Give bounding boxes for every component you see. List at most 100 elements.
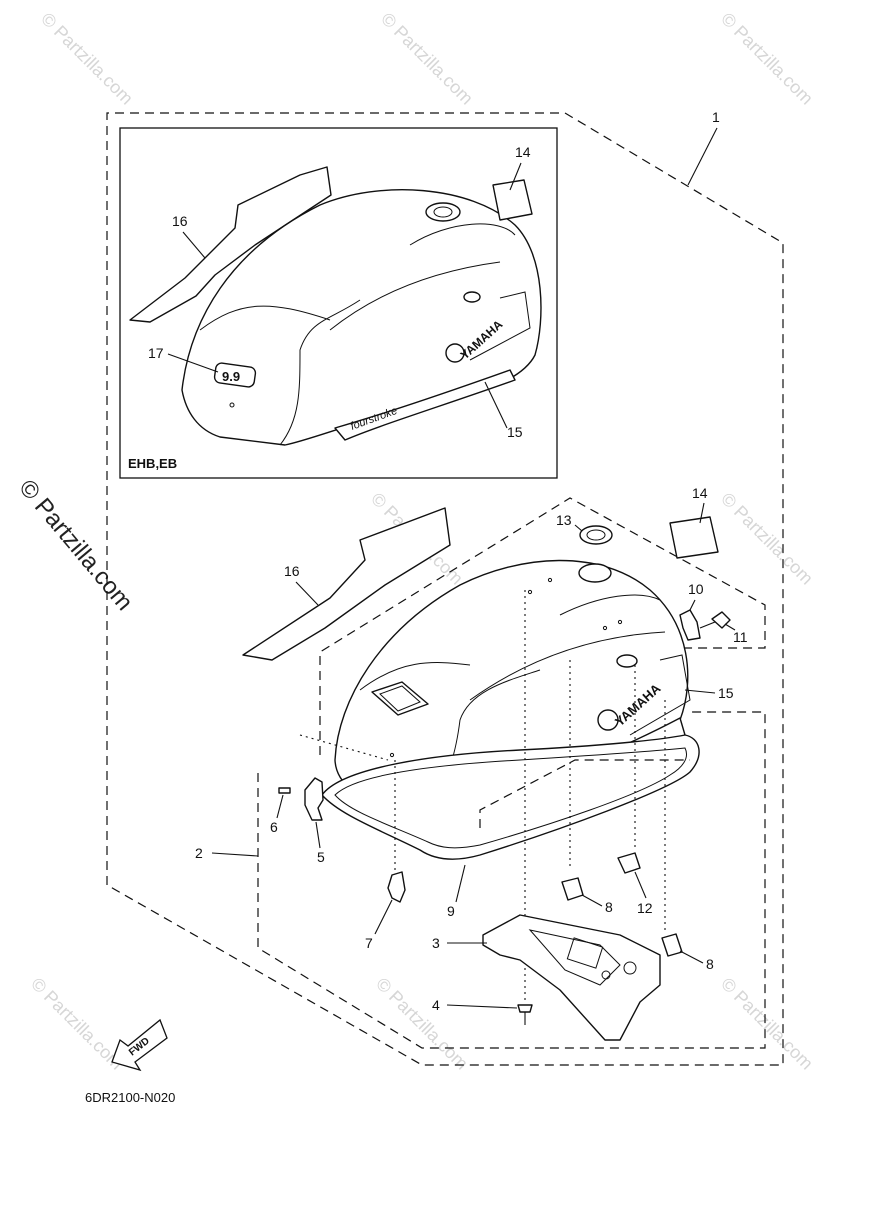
leader-15: [684, 689, 716, 694]
callout-9: 9: [447, 903, 455, 919]
leader-7: [374, 899, 393, 935]
callout-13: 13: [556, 512, 572, 528]
callout-3: 3: [432, 935, 440, 951]
assembly-boundary: [106, 112, 784, 1066]
bottom-cover-socket: [566, 937, 604, 969]
top-cowl-crease: [359, 662, 471, 691]
hook-bracket: [679, 609, 701, 641]
bottom-cover-hole: [623, 961, 637, 975]
mount-hole: [547, 577, 553, 583]
main-cowling: fourstroke YAMAHA: [242, 507, 731, 860]
inset-badge: [213, 362, 257, 388]
watermark: © Partzilla.com: [37, 9, 137, 109]
callout-16-inset: 16: [172, 213, 188, 229]
bolt-shank: [699, 621, 716, 629]
inset-side-pad: [129, 166, 332, 323]
leader-2: [211, 852, 259, 857]
diagram-code: 6DR2100-N020: [85, 1090, 175, 1105]
mount-hole: [602, 625, 608, 631]
inset-cowl-crease: [199, 305, 331, 331]
cap-grommet: [579, 525, 613, 545]
watermark: © Partzilla.com: [717, 9, 817, 109]
cowl-seal-inner: [334, 747, 687, 849]
leader-12: [634, 871, 647, 899]
callout-15: 15: [718, 685, 734, 701]
latch-clip: [304, 777, 324, 821]
clip-plate: [617, 852, 641, 874]
leader-14: [699, 502, 705, 524]
lower-hook: [387, 871, 406, 903]
watermark: © Partzilla.com: [717, 489, 817, 589]
watermark: © Partzilla.com: [717, 974, 817, 1074]
top-cowl-crease: [559, 594, 661, 616]
inset-oval-vent: [463, 291, 481, 303]
inset-hole: [229, 402, 235, 408]
leader-10: [689, 599, 696, 611]
leader-14-inset: [509, 162, 522, 191]
inset-brand-outline: [469, 291, 531, 361]
front-air-vent-inner: [379, 685, 421, 712]
front-air-vent: [371, 681, 429, 716]
top-cowl-crease: [469, 631, 666, 701]
cap-grommet-inner: [586, 529, 606, 541]
callout-8-upper: 8: [605, 899, 613, 915]
callout-11: 11: [733, 629, 748, 645]
inset-cowl-body: [181, 189, 542, 446]
leader-1: [687, 127, 718, 186]
mount-hole: [617, 619, 623, 625]
watermark: © Partzilla.com: [372, 974, 472, 1074]
inset-side-stripe: [334, 369, 516, 441]
top-cowl-group-boundary: [319, 497, 766, 755]
cowl-seal-rubber: [321, 734, 700, 860]
callout-17: 17: [148, 345, 164, 361]
side-oval-vent: [616, 654, 638, 668]
inset-cowling: fourstroke YAMAHA 9.9: [129, 166, 542, 446]
inset-cowl-crease: [409, 223, 516, 246]
callout-7: 7: [365, 935, 373, 951]
rubber-grommet: [561, 877, 584, 901]
mount-hole: [389, 752, 395, 758]
callout-4: 4: [432, 997, 440, 1013]
lower-group-boundary: [257, 711, 766, 1049]
leader-6: [276, 794, 284, 819]
screw-head: [517, 1004, 533, 1013]
callout-15-inset: 15: [507, 424, 523, 440]
inset-cowl-crease: [329, 261, 501, 331]
logo-circle: [597, 709, 619, 731]
leader-13: [574, 524, 583, 532]
inner-dash: [479, 759, 690, 828]
inset-cap-inner: [433, 206, 453, 218]
lower-parts: [278, 777, 683, 1041]
callout-2: 2: [195, 845, 203, 861]
callout-14: 14: [692, 485, 708, 501]
rear-decal: [669, 516, 719, 559]
leader-15-inset: [484, 381, 508, 429]
callout-16: 16: [284, 563, 300, 579]
callout-12: 12: [637, 900, 653, 916]
callout-5: 5: [317, 849, 325, 865]
bottom-cover-bracket: [482, 914, 661, 1041]
callout-10: 10: [688, 581, 704, 597]
mount-hole: [527, 589, 533, 595]
leader-8-lower: [679, 950, 704, 964]
callout-8-lower: 8: [706, 956, 714, 972]
leader-16-inset: [182, 231, 206, 259]
leader-11: [724, 623, 736, 631]
side-watermark: © Partzilla.com: [13, 475, 138, 616]
leader-9: [455, 864, 466, 903]
variant-label: EHB,EB: [128, 456, 177, 471]
inset-logo-circle: [445, 343, 465, 363]
bottom-cover-hole: [601, 970, 611, 980]
callout-1: 1: [712, 109, 720, 125]
watermark: © Partzilla.com: [377, 9, 477, 109]
leader-5: [315, 821, 321, 849]
leader-16: [295, 581, 319, 606]
watermark: © Partzilla.com: [27, 974, 127, 1074]
callout-14-inset: 14: [515, 144, 531, 160]
brand-outline: [629, 654, 691, 736]
leader-8-upper: [581, 894, 603, 907]
leader-17: [167, 353, 219, 373]
callout-6: 6: [270, 819, 278, 835]
